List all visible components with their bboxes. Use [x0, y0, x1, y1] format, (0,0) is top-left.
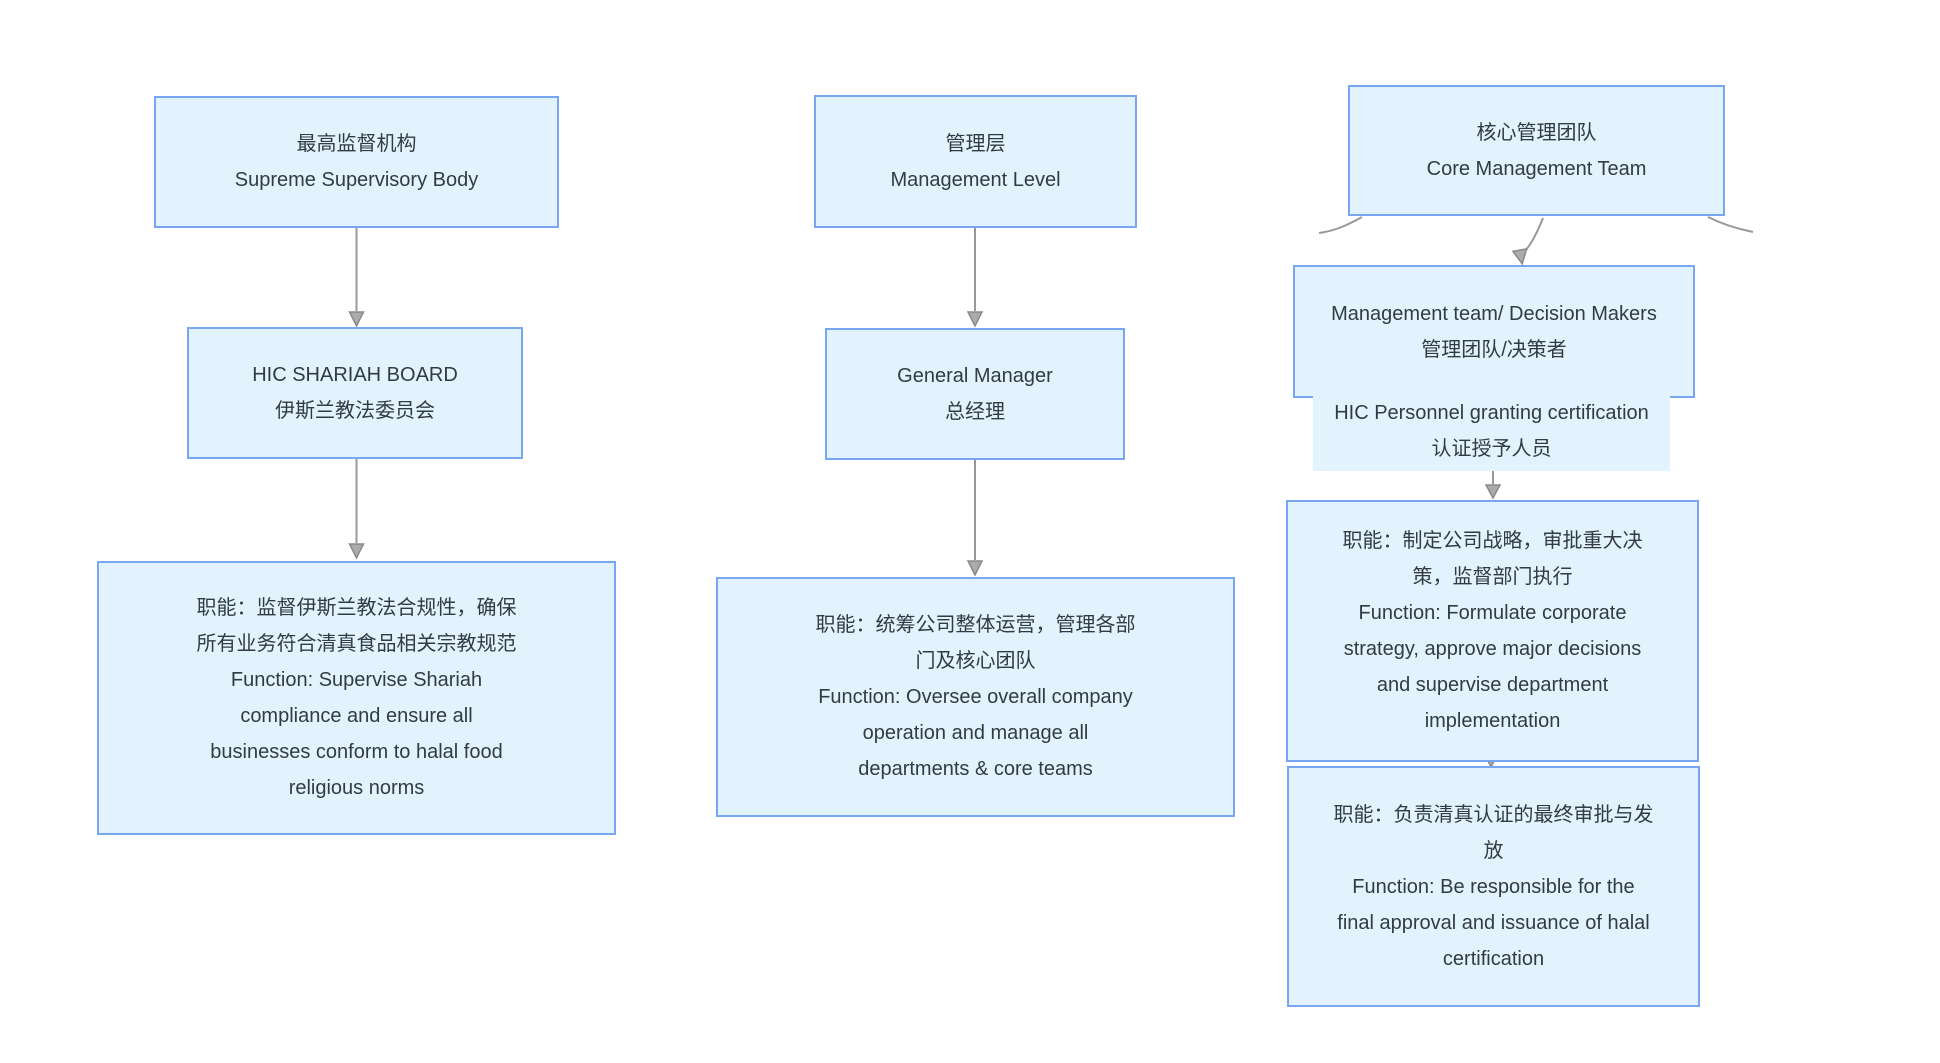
edge-coreteam-left-stub [1318, 216, 1363, 234]
node-label: 职能：负责清真认证的最终审批与发 放 Function: Be responsi… [1333, 803, 1654, 970]
node-general-manager-function: 职能：统筹公司整体运营，管理各部 门及核心团队 Function: Overse… [716, 577, 1235, 817]
node-management-level: 管理层 Management Level [814, 95, 1137, 228]
arrow-personnel-to-strategy [1484, 471, 1502, 500]
node-core-management-team: 核心管理团队 Core Management Team [1348, 85, 1725, 216]
node-label: 最高监督机构 Supreme Supervisory Body [234, 133, 479, 191]
node-label: 核心管理团队 Core Management Team [1426, 121, 1647, 180]
node-label: 职能：统筹公司整体运营，管理各部 门及核心团队 Function: Overse… [815, 614, 1136, 780]
edge-coreteam-right-stub [1707, 216, 1754, 233]
node-label: 职能：制定公司战略，审批重大决 策，监督部门执行 Function: Formu… [1342, 530, 1643, 732]
node-strategy-function: 职能：制定公司战略，审批重大决 策，监督部门执行 Function: Formu… [1286, 500, 1699, 762]
node-hic-shariah-board: HIC SHARIAH BOARD 伊斯兰教法委员会 [187, 327, 523, 459]
node-hic-personnel-granting-certification: HIC Personnel granting certification 认证授… [1313, 366, 1670, 471]
arrow-management-to-gm [966, 228, 984, 328]
arrow-board-to-function [348, 459, 365, 560]
node-label: HIC Personnel granting certification 认证授… [1334, 402, 1649, 460]
node-supreme-supervisory-body: 最高监督机构 Supreme Supervisory Body [154, 96, 559, 228]
node-shariah-board-function: 职能：监督伊斯兰教法合规性，确保 所有业务符合清真食品相关宗教规范 Functi… [97, 561, 616, 835]
arrow-gm-to-function [966, 460, 984, 577]
node-label: Management team/ Decision Makers 管理团队/决策… [1331, 302, 1657, 361]
node-general-manager: General Manager 总经理 [825, 328, 1125, 460]
node-label: General Manager 总经理 [897, 365, 1053, 423]
node-label: HIC SHARIAH BOARD 伊斯兰教法委员会 [252, 364, 458, 422]
arrow-coreteam-to-decisionmakers [1511, 217, 1544, 266]
node-certification-function: 职能：负责清真认证的最终审批与发 放 Function: Be responsi… [1287, 766, 1700, 1007]
node-label: 管理层 Management Level [890, 132, 1061, 191]
node-label: 职能：监督伊斯兰教法合规性，确保 所有业务符合清真食品相关宗教规范 Functi… [196, 597, 517, 799]
arrow-supervisory-to-board [348, 228, 365, 328]
